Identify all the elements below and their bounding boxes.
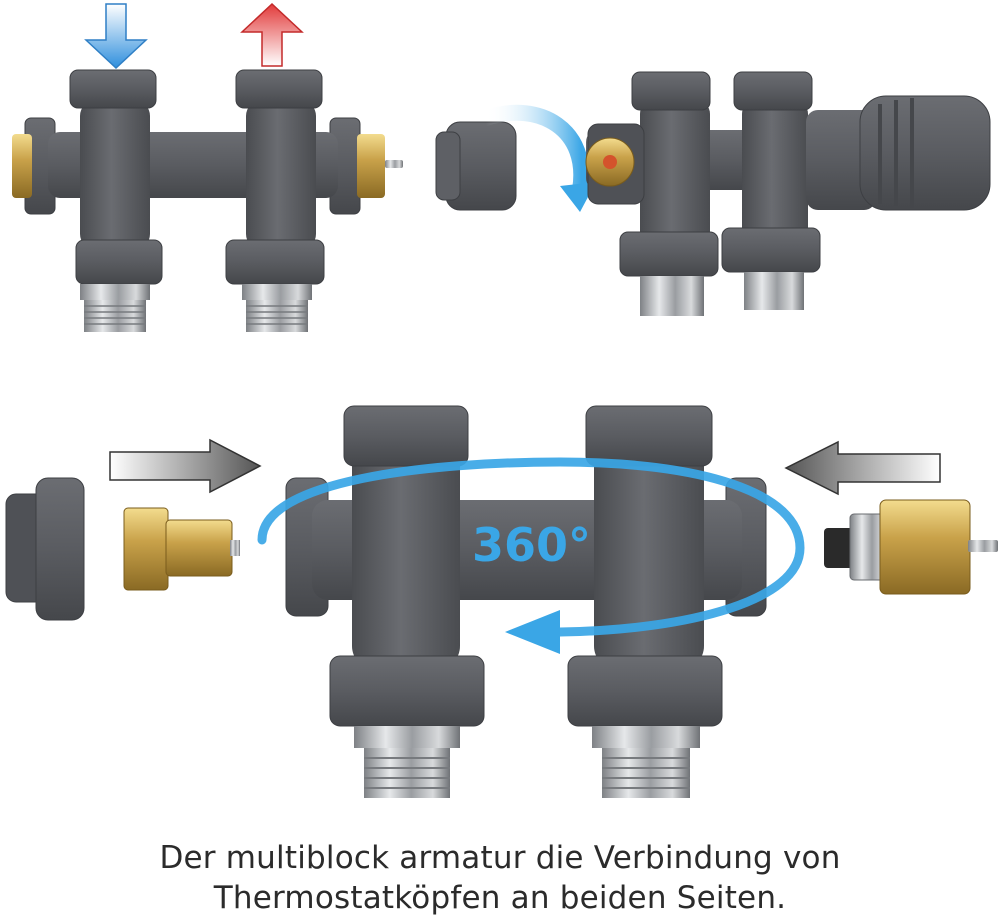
caption-line-2: Thermostatköpfen an beiden Seiten. <box>213 880 787 916</box>
end-cap-left <box>5 477 85 621</box>
arrow-right-gray-icon <box>109 438 262 494</box>
thermostat-insert-left <box>123 507 240 591</box>
valve-cap <box>435 121 517 211</box>
arrow-left-gray-icon <box>784 440 941 496</box>
thermostat-insert-right <box>824 499 998 595</box>
arrow-up-red-icon <box>240 2 304 67</box>
caption: Der multiblock armatur die Verbindung vo… <box>0 838 1000 918</box>
rotation-label: 360° <box>472 518 592 572</box>
curved-arrow-blue-icon <box>478 104 596 212</box>
arrow-down-blue-icon <box>84 3 148 70</box>
caption-line-1: Der multiblock armatur die Verbindung vo… <box>159 840 841 876</box>
valve-front-view <box>12 69 403 332</box>
rotation-arrow-icon <box>257 457 805 654</box>
valve-with-thermostat <box>435 71 991 316</box>
valve-main-view <box>5 405 998 798</box>
